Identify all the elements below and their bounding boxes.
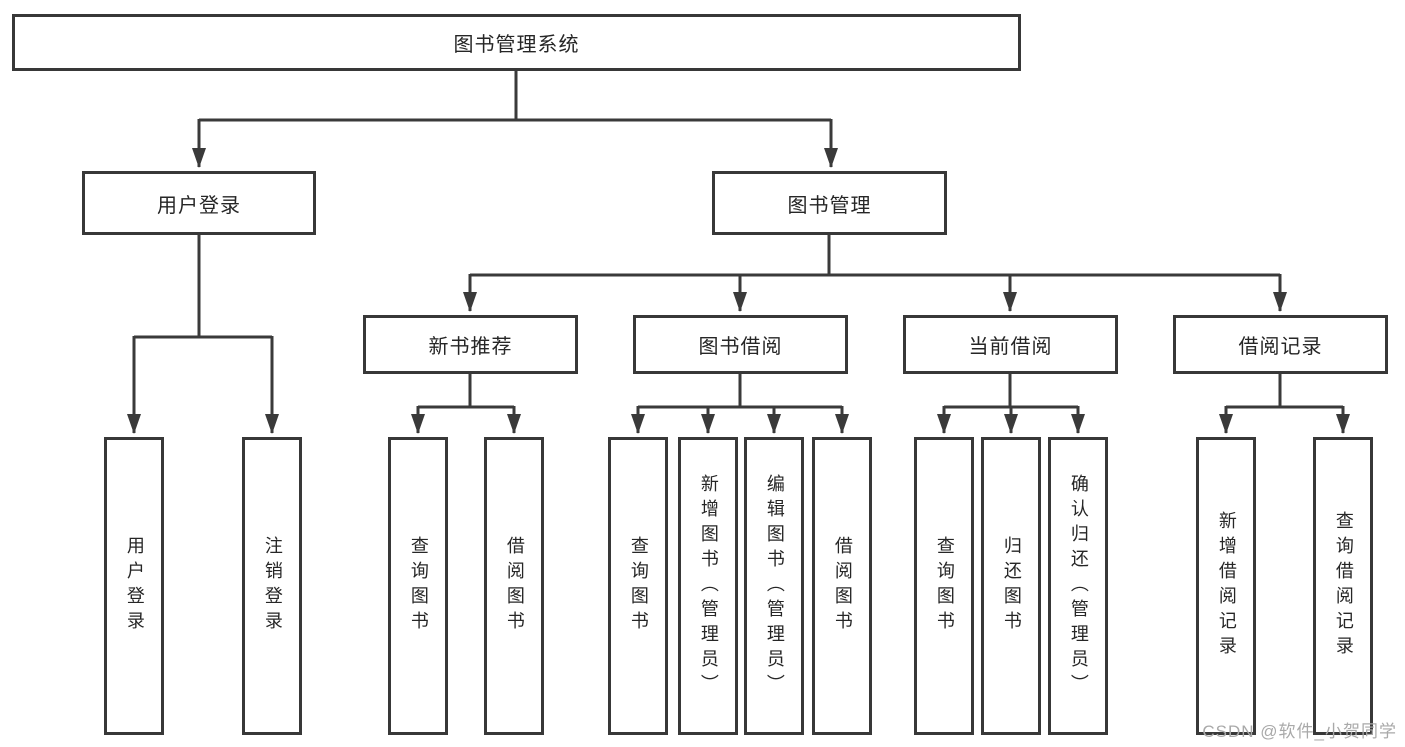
leaf-current-return-label: 归还图书 — [1001, 536, 1022, 636]
connector-records-trunk — [1226, 373, 1343, 409]
leaf-borrow-query: 查询图书 — [608, 437, 668, 735]
node-root: 图书管理系统 — [12, 14, 1021, 71]
leaf-borrow-book-label: 借阅图书 — [832, 536, 853, 636]
node-module-book-borrow: 图书借阅 — [633, 315, 848, 374]
leaf-borrow-add-label: 新增图书（管理员） — [698, 473, 719, 699]
leaf-current-return: 归还图书 — [981, 437, 1041, 735]
leaf-record-query-label: 查询借阅记录 — [1333, 511, 1354, 661]
leaf-borrow-edit: 编辑图书（管理员） — [744, 437, 804, 735]
leaf-record-query: 查询借阅记录 — [1313, 437, 1373, 735]
leaf-logout-label: 注销登录 — [262, 536, 283, 636]
connector-current-trunk — [944, 373, 1078, 409]
connector-mgmt-trunk — [470, 235, 1280, 277]
node-book-mgmt: 图书管理 — [712, 171, 947, 235]
node-module-current-borrow-label: 当前借阅 — [968, 336, 1053, 358]
node-module-borrow-records-label: 借阅记录 — [1238, 336, 1323, 358]
leaf-current-confirm: 确认归还（管理员） — [1048, 437, 1108, 735]
leaf-recommend-borrow: 借阅图书 — [484, 437, 544, 735]
leaf-recommend-borrow-label: 借阅图书 — [504, 536, 525, 636]
leaf-current-query: 查询图书 — [914, 437, 974, 735]
leaf-user-login-label: 用户登录 — [124, 536, 145, 636]
leaf-borrow-book: 借阅图书 — [812, 437, 872, 735]
connector-borrow-trunk — [638, 373, 842, 409]
leaf-logout: 注销登录 — [242, 437, 302, 735]
node-module-new-books: 新书推荐 — [363, 315, 578, 374]
node-module-new-books-label: 新书推荐 — [428, 336, 513, 358]
leaf-recommend-query-label: 查询图书 — [408, 536, 429, 636]
leaf-user-login: 用户登录 — [104, 437, 164, 735]
csdn-watermark: CSDN @软件_小贺同学 — [1202, 722, 1397, 741]
connector-recommend-trunk — [418, 373, 514, 409]
leaf-borrow-add: 新增图书（管理员） — [678, 437, 738, 735]
node-module-borrow-records: 借阅记录 — [1173, 315, 1388, 374]
node-module-current-borrow: 当前借阅 — [903, 315, 1118, 374]
leaf-borrow-edit-label: 编辑图书（管理员） — [764, 473, 785, 699]
leaf-current-confirm-label: 确认归还（管理员） — [1068, 473, 1089, 699]
node-root-label: 图书管理系统 — [453, 34, 580, 56]
leaf-current-query-label: 查询图书 — [934, 536, 955, 636]
leaf-borrow-query-label: 查询图书 — [628, 536, 649, 636]
leaf-record-add: 新增借阅记录 — [1196, 437, 1256, 735]
leaf-record-add-label: 新增借阅记录 — [1216, 511, 1237, 661]
node-user-login-label: 用户登录 — [157, 194, 241, 217]
connector-root-trunk — [199, 70, 831, 122]
connector-login-trunk — [134, 235, 272, 339]
node-user-login: 用户登录 — [82, 171, 316, 235]
node-module-book-borrow-label: 图书借阅 — [698, 336, 783, 358]
leaf-recommend-query: 查询图书 — [388, 437, 448, 735]
node-book-mgmt-label: 图书管理 — [787, 194, 872, 217]
